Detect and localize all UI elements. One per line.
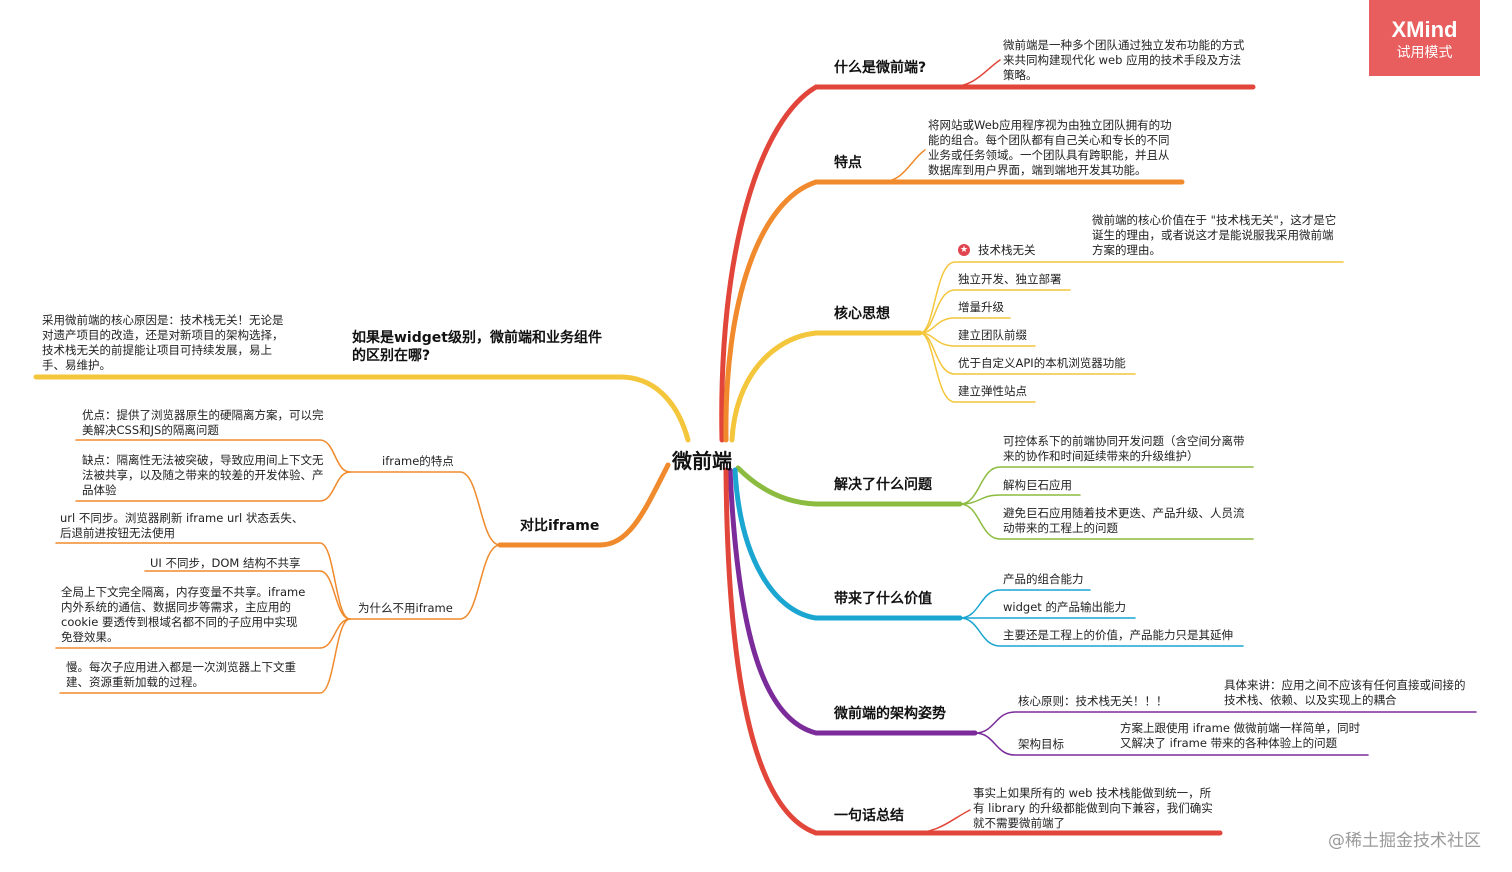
value-item-3[interactable]: 主要还是工程上的价值，产品能力只是其延伸 (1003, 628, 1233, 642)
iframe-features-cons[interactable]: 缺点：隔离性无法被突破，导致应用间上下文无法被共享，以及随之带来的较差的开发体验… (82, 453, 324, 497)
arch-item-principle[interactable]: 核心原则：技术栈无关！！！ (1018, 694, 1168, 708)
badge-subtitle: 试用模式 (1396, 44, 1453, 60)
topic-widget-desc[interactable]: 采用微前端的核心原因是：技术栈无关！无论是对遗产项目的改造，还是对新项目的架构选… (42, 313, 284, 372)
value-item-1[interactable]: 产品的组合能力 (1003, 572, 1084, 586)
arch-item-goal[interactable]: 架构目标 (1018, 737, 1064, 751)
arch-item-goal-note[interactable]: 方案上跟使用 iframe 做微前端一样简单，同时又解决了 iframe 带来的… (1120, 721, 1361, 750)
core-item-team-prefix[interactable]: 建立团队前缀 (958, 328, 1027, 342)
iframe-features-pros[interactable]: 优点：提供了浏览器原生的硬隔离方案，可以完美解决CSS和JS的隔离问题 (82, 408, 324, 437)
topic-arch[interactable]: 微前端的架构姿势 (834, 706, 946, 722)
watermark: @稀土掘金技术社区 (1328, 831, 1481, 851)
connector-solved (735, 465, 963, 507)
connector-value (732, 467, 963, 621)
value-item-2[interactable]: widget 的产品输出能力 (1003, 600, 1126, 614)
connector-core (729, 330, 923, 443)
topic-value[interactable]: 带来了什么价值 (834, 591, 932, 607)
arch-item-principle-note[interactable]: 具体来讲：应用之间不应该有任何直接或间接的技术栈、依赖、以及实现上的耦合 (1224, 678, 1466, 707)
topic-features-desc[interactable]: 将网站或Web应用程序视为由独立团队拥有的功能的组合。每个团队都有自己关心和专长… (928, 118, 1172, 177)
root-topic[interactable]: 微前端 (672, 449, 732, 473)
connector-iframe (497, 462, 671, 548)
connector-arch (727, 467, 978, 736)
iframe-why-item-1[interactable]: url 不同步。浏览器刷新 iframe url 状态丢失、后退前进按钮无法使用 (60, 511, 304, 540)
core-item-resilient[interactable]: 建立弹性站点 (958, 384, 1027, 398)
iframe-why-item-4[interactable]: 慢。每次子应用进入都是一次浏览器上下文重建、资源重新加载的过程。 (66, 660, 296, 689)
core-item-tech-agnostic[interactable]: 技术栈无关 (978, 243, 1036, 257)
solved-item-1[interactable]: 可控体系下的前端协同开发问题（含空间分离带来的协作和时间延续带来的升级维护） (1003, 434, 1245, 463)
topic-iframe[interactable]: 对比iframe (520, 518, 600, 534)
topic-solved[interactable]: 解决了什么问题 (834, 477, 932, 493)
iframe-why-item-3[interactable]: 全局上下文完全隔离，内存变量不共享。iframe 内外系统的通信、数据同步等需求… (61, 585, 306, 644)
topic-summary-desc[interactable]: 事实上如果所有的 web 技术栈能做到统一，所有 library 的升级都能做到… (973, 786, 1213, 830)
core-item-tech-agnostic-note[interactable]: 微前端的核心价值在于 "技术栈无关"，这才是它诞生的理由，或者说这才是能说服我采… (1092, 213, 1337, 257)
topic-features[interactable]: 特点 (834, 155, 862, 171)
iframe-why-item-2[interactable]: UI 不同步，DOM 结构不共享 (150, 556, 301, 570)
topic-widget[interactable]: 如果是widget级别，微前端和业务组件的区别在哪? (352, 330, 602, 364)
topic-core[interactable]: 核心思想 (834, 306, 890, 322)
connector-widget (33, 374, 691, 443)
star-icon: ★ (958, 244, 970, 256)
connector-summary (723, 467, 1223, 836)
core-item-native-api[interactable]: 优于自定义API的本机浏览器功能 (958, 356, 1126, 370)
solved-item-3[interactable]: 避免巨石应用随着技术更迭、产品升级、人员流动带来的工程上的问题 (1003, 506, 1245, 535)
topic-what-desc[interactable]: 微前端是一种多个团队通过独立发布功能的方式来共同构建现代化 web 应用的技术手… (1003, 38, 1245, 82)
connector-what (719, 84, 1256, 443)
topic-summary[interactable]: 一句话总结 (834, 808, 904, 824)
trial-badge[interactable]: XMind 试用模式 (1369, 0, 1480, 76)
topic-what[interactable]: 什么是微前端? (834, 60, 927, 76)
badge-title: XMind (1391, 17, 1458, 42)
iframe-features[interactable]: iframe的特点 (382, 454, 454, 468)
solved-item-2[interactable]: 解构巨石应用 (1003, 478, 1072, 492)
core-item-incremental[interactable]: 增量升级 (958, 300, 1004, 314)
connector-features (723, 179, 1185, 443)
core-item-independent[interactable]: 独立开发、独立部署 (958, 272, 1062, 286)
iframe-why[interactable]: 为什么不用iframe (358, 601, 453, 615)
